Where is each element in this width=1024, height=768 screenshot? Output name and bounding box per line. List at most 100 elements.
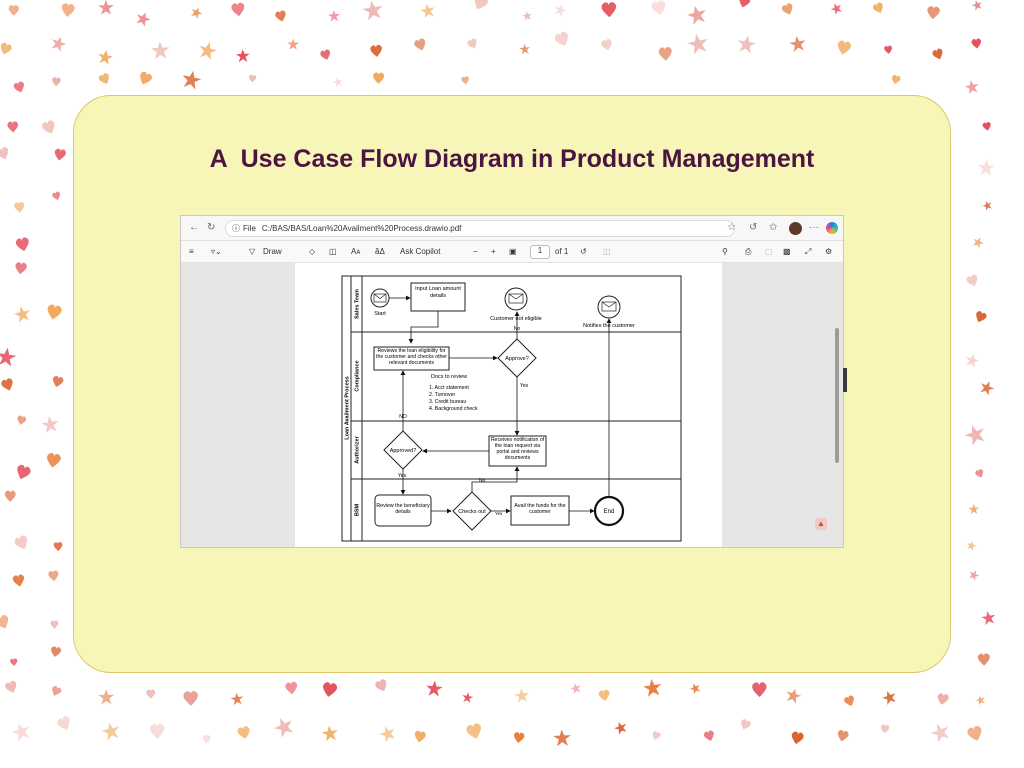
star-decoration (40, 414, 60, 434)
gateway-approve-label: Approve? (505, 356, 529, 362)
zoom-out-button[interactable]: − (473, 247, 478, 256)
acrobat-icon[interactable]: ▲ (815, 518, 827, 530)
highlight-icon[interactable]: ▿⌄ (211, 247, 222, 256)
heart-decoration (658, 46, 673, 62)
star-decoration (788, 34, 807, 53)
heart-decoration (790, 730, 805, 746)
favorite-star-icon[interactable]: ☆ (727, 222, 736, 233)
save-icon[interactable]: ▢ (765, 247, 773, 256)
heart-decoration (703, 729, 716, 743)
heart-decoration (149, 723, 165, 740)
star-decoration (49, 34, 69, 53)
refresh-alt-icon[interactable]: ↺ (749, 222, 758, 233)
star-decoration (97, 689, 115, 705)
fit-page-icon[interactable]: ▣ (509, 247, 517, 256)
star-decoration (97, 0, 115, 15)
star-decoration (100, 720, 122, 742)
heart-decoration (319, 48, 332, 62)
star-decoration (686, 32, 711, 55)
star-decoration (688, 681, 703, 695)
heart-decoration (0, 613, 12, 631)
print-icon[interactable]: ⎙ (745, 247, 752, 256)
heart-decoration (45, 303, 63, 321)
lane-label-sales-team: Sales Team (355, 289, 361, 319)
heart-decoration (836, 729, 850, 743)
page-number-input[interactable]: 1 (530, 245, 550, 259)
read-aloud-button[interactable]: ăΔ (375, 247, 385, 256)
heart-decoration (843, 694, 857, 708)
star-decoration (552, 2, 569, 18)
heart-decoration (835, 39, 852, 56)
heart-decoration (0, 146, 11, 162)
heart-decoration (15, 236, 31, 253)
heart-decoration (880, 724, 890, 734)
notify-message-event (597, 295, 621, 319)
star-decoration (521, 10, 533, 21)
star-decoration (829, 1, 844, 16)
edge-checks-no (471, 466, 520, 492)
draw-icon[interactable]: ▽ (249, 247, 256, 256)
rotate-icon[interactable]: ↺ (580, 247, 587, 256)
star-decoration (977, 158, 996, 177)
heart-decoration (465, 722, 484, 741)
star-decoration (9, 720, 33, 743)
more-icon[interactable]: ··· (809, 222, 819, 233)
draw-button[interactable]: Draw (263, 247, 282, 256)
edge-label-no-checks: No (479, 478, 486, 484)
pool-label: Loan Availment Process (345, 376, 351, 439)
heart-decoration (16, 415, 27, 426)
favorites-icon[interactable]: ✩ (769, 222, 778, 233)
search-icon[interactable]: ⚲ (722, 247, 728, 256)
not-eligible-label: Customer not eligible (490, 316, 542, 322)
profile-avatar[interactable] (789, 222, 802, 235)
heart-decoration (460, 75, 470, 85)
two-page-icon[interactable]: ◫ (603, 247, 611, 256)
contents-icon[interactable]: ≡ (189, 247, 194, 256)
heart-decoration (146, 689, 156, 699)
heart-decoration (51, 375, 65, 389)
star-decoration (320, 724, 340, 742)
text-size-button[interactable]: Aᴀ (351, 247, 361, 256)
save-as-icon[interactable]: ▩ (783, 247, 791, 256)
slide-title: A Use Case Flow Diagram in Product Manag… (209, 145, 815, 173)
heart-decoration (372, 72, 385, 84)
refresh-icon[interactable]: ↻ (207, 222, 216, 233)
task-review-beneficiary-text-wrap: Review the beneficiary details (376, 503, 429, 515)
heart-decoration (0, 377, 16, 393)
ask-copilot-button[interactable]: Ask Copilot (400, 247, 441, 256)
pdf-scrollbar-thumb[interactable] (835, 328, 839, 463)
heart-decoration (936, 692, 950, 706)
back-arrow-icon[interactable]: ← (189, 222, 199, 233)
heart-decoration (40, 119, 58, 137)
edge-label-yes-authorizer: Yes (398, 473, 407, 479)
star-decoration (196, 39, 219, 61)
copilot-icon[interactable] (826, 222, 838, 234)
heart-decoration (53, 148, 67, 162)
heart-decoration (49, 645, 62, 658)
erase-icon[interactable]: ◇ (309, 247, 316, 256)
star-decoration (150, 40, 171, 60)
heart-decoration (4, 490, 16, 502)
heart-decoration (60, 2, 76, 18)
heart-decoration (966, 724, 985, 743)
not-eligible-message-event (504, 287, 528, 311)
heart-decoration (12, 80, 27, 95)
star-decoration (977, 378, 997, 397)
side-panel-tab[interactable] (843, 368, 847, 392)
lane-label-bsm: BSM (355, 503, 361, 516)
fullscreen-icon[interactable]: ⤢ (805, 247, 812, 256)
zoom-in-button[interactable]: + (491, 247, 496, 256)
lane-label-compliance: Compliance (355, 360, 361, 391)
heart-decoration (370, 44, 383, 58)
heart-decoration (871, 1, 886, 16)
heart-decoration (236, 725, 252, 741)
pdf-canvas[interactable]: Loan Availment Process Sales Team Compli… (181, 263, 843, 547)
doc-item-4: 4. Background check (429, 406, 478, 412)
settings-icon[interactable]: ⚙ (825, 247, 833, 256)
heart-decoration (51, 191, 62, 202)
page-view-icon[interactable]: ◫ (329, 247, 337, 256)
url-scheme: File (243, 224, 256, 233)
star-decoration (928, 720, 953, 744)
edge-label-yes-compliance: Yes (520, 383, 529, 389)
